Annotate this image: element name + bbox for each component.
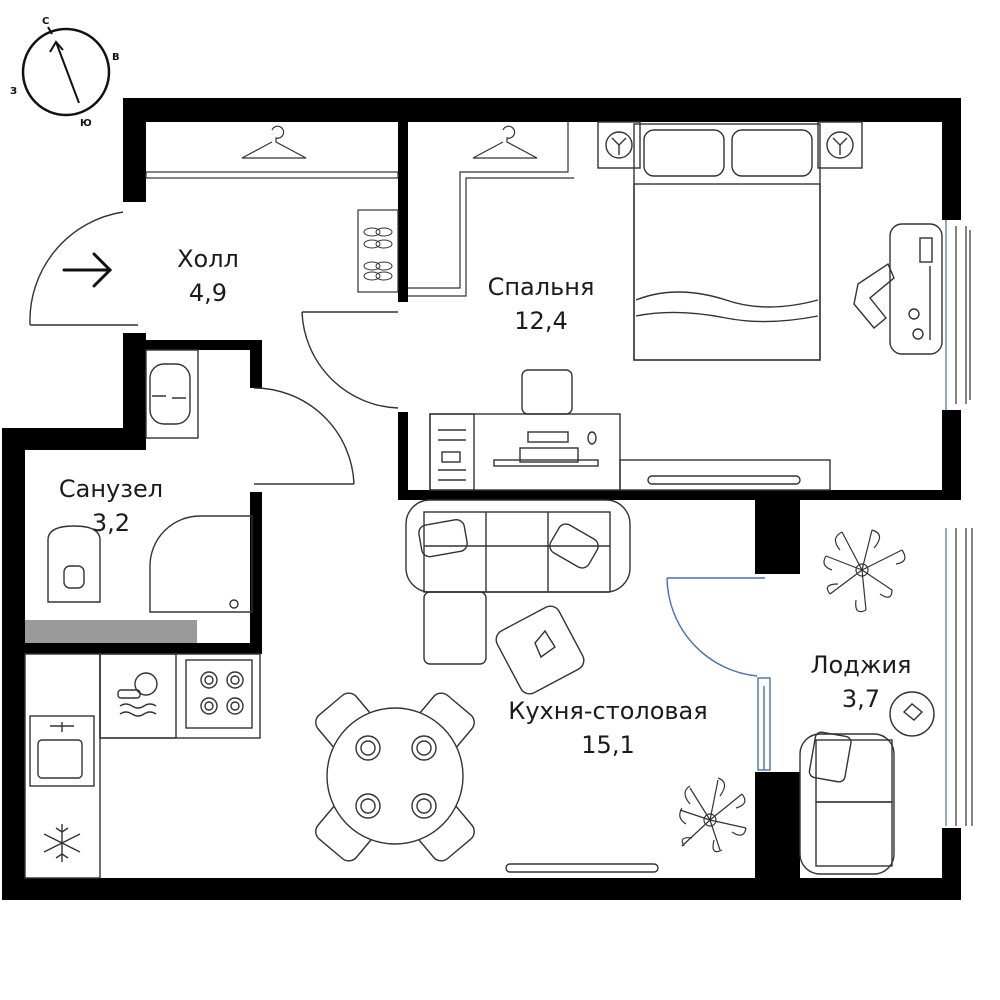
room-area: 4,9 <box>188 279 228 307</box>
hanger-icon <box>241 125 307 159</box>
room-label-bathroom: Санузел 3,2 <box>46 472 176 540</box>
dining-table <box>315 692 475 862</box>
kitchen-counter <box>24 653 261 879</box>
loggia-furniture <box>799 691 935 875</box>
shoes-icon <box>363 227 393 281</box>
hanger-icon <box>472 125 538 159</box>
tv-stand <box>505 863 659 873</box>
window-bedroom <box>945 220 971 410</box>
bedroom-dresser <box>853 223 943 355</box>
compass-north-label: С <box>42 16 49 27</box>
room-area: 12,4 <box>514 307 568 335</box>
room-name: Спальня <box>487 273 595 301</box>
compass-east-label: В <box>112 52 120 63</box>
walls <box>2 98 961 900</box>
bathroom-fixtures <box>47 349 253 613</box>
hall-wardrobe <box>145 125 399 293</box>
doors <box>29 211 771 771</box>
compass: С В Ю З <box>10 16 120 129</box>
sink-icon <box>29 715 95 787</box>
entrance-arrow-icon <box>62 252 113 288</box>
bathroom-counter <box>25 620 197 643</box>
room-name: Кухня-столовая <box>508 697 708 725</box>
bed <box>597 121 863 361</box>
room-name: Холл <box>177 245 239 273</box>
compass-south-label: Ю <box>80 118 92 129</box>
dishwasher-icon <box>117 672 158 717</box>
room-label-loggia: Лоджия 3,7 <box>796 648 926 716</box>
plant-icon <box>823 529 906 613</box>
room-label-hall: Холл 4,9 <box>158 242 258 310</box>
window-loggia <box>945 528 973 826</box>
work-desk <box>429 369 831 491</box>
room-area: 3,2 <box>91 509 131 537</box>
room-label-bedroom: Спальня 12,4 <box>466 270 616 338</box>
room-label-kitchen: Кухня-столовая 15,1 <box>488 694 728 762</box>
room-area: 3,7 <box>841 685 881 713</box>
plant-icon <box>679 777 747 853</box>
room-area: 15,1 <box>581 731 635 759</box>
sofa <box>405 499 631 695</box>
freezer-snowflake-icon <box>43 824 81 862</box>
room-name: Лоджия <box>810 651 912 679</box>
room-name: Санузел <box>58 475 164 503</box>
compass-west-label: З <box>10 86 17 97</box>
bedroom-wardrobe <box>408 122 574 297</box>
